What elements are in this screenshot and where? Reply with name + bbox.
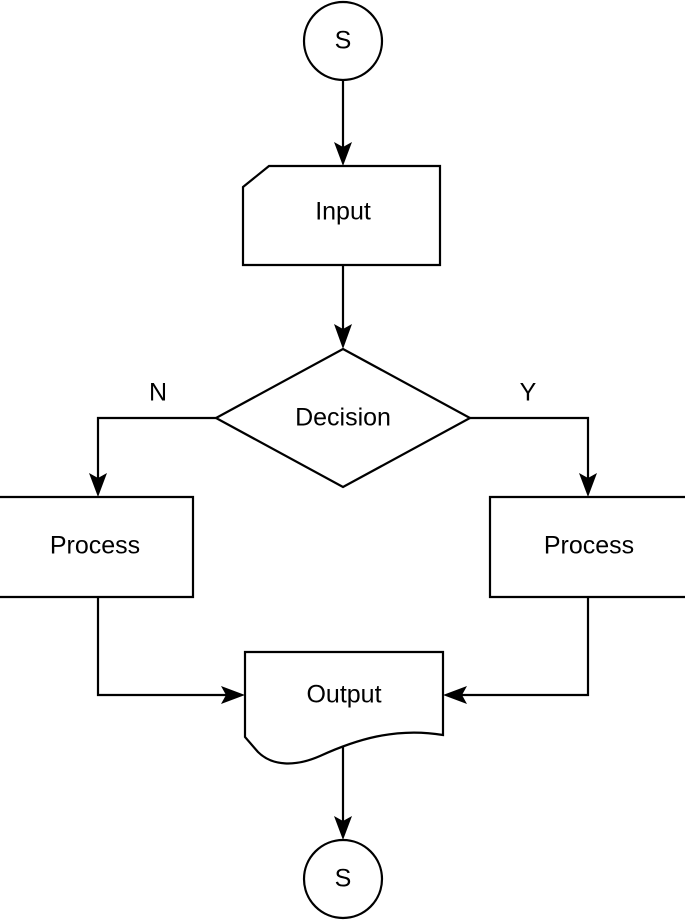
node-decision[interactable]: Decision xyxy=(213,347,473,489)
edge-start-to-input xyxy=(334,81,352,166)
edge-input-to-decision xyxy=(334,265,352,349)
end-terminator-shape xyxy=(302,838,384,920)
edge-line xyxy=(96,416,216,479)
start-label: S xyxy=(335,27,352,55)
edge-process-yes-to-output xyxy=(443,597,590,704)
edge-label-yes: Y xyxy=(520,379,537,407)
edge-line xyxy=(461,597,590,697)
decision-shape xyxy=(213,347,473,489)
node-end[interactable]: S xyxy=(302,838,384,920)
process-yes-label: Process xyxy=(544,532,634,560)
edge-label-no: N xyxy=(149,379,167,407)
process-no-shape xyxy=(0,495,195,599)
node-output[interactable]: Output xyxy=(243,650,445,765)
arrowhead-icon xyxy=(334,324,352,349)
start-terminator-shape xyxy=(302,0,384,82)
edge-line xyxy=(96,597,227,697)
edge-decision-to-process-yes: Y xyxy=(470,379,597,497)
edge-output-to-end xyxy=(334,735,352,840)
input-label: Input xyxy=(315,198,371,226)
node-process-yes[interactable]: Process xyxy=(488,495,685,599)
input-shape xyxy=(241,164,442,267)
node-process-no[interactable]: Process xyxy=(0,495,195,599)
output-label: Output xyxy=(306,681,381,709)
node-input[interactable]: Input xyxy=(241,164,442,267)
edge-line xyxy=(470,416,590,479)
process-yes-shape xyxy=(488,495,685,599)
arrowhead-icon xyxy=(579,473,597,497)
decision-label: Decision xyxy=(295,404,391,432)
edge-decision-to-process-no: N xyxy=(89,379,216,497)
arrowhead-icon xyxy=(221,686,245,704)
arrowhead-icon xyxy=(89,473,107,497)
edge-process-no-to-output xyxy=(96,597,245,704)
arrowhead-icon xyxy=(334,816,352,840)
end-label: S xyxy=(335,865,352,893)
process-no-label: Process xyxy=(50,532,140,560)
arrowhead-icon xyxy=(443,686,467,704)
arrowhead-icon xyxy=(334,142,352,166)
node-start[interactable]: S xyxy=(302,0,384,82)
output-shape xyxy=(243,650,445,765)
